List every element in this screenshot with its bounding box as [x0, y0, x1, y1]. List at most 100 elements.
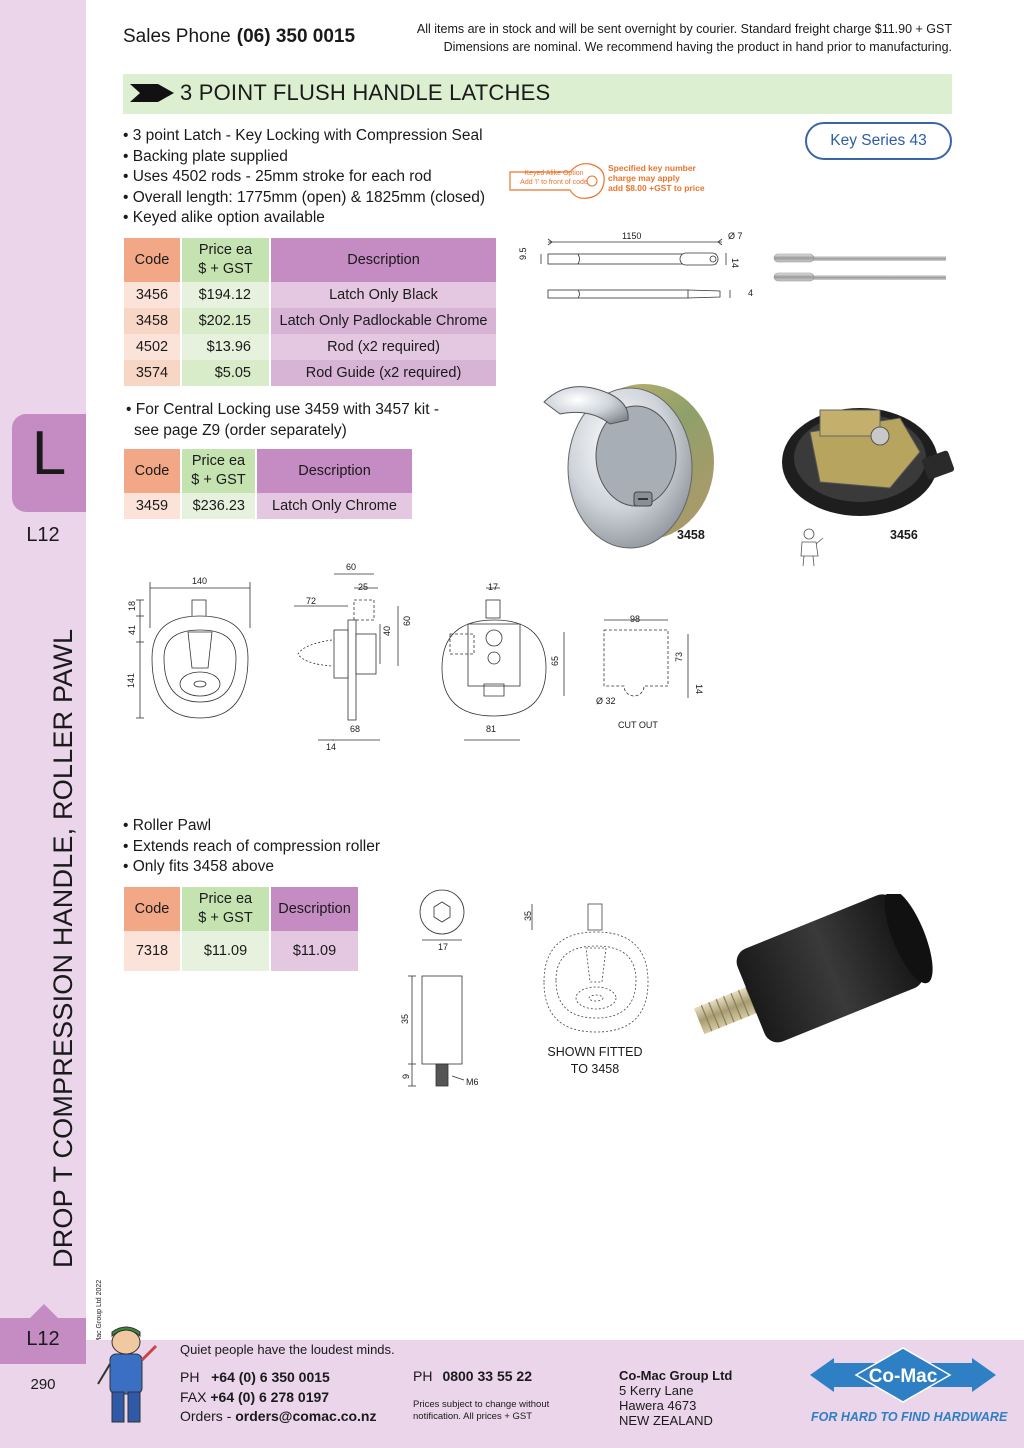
cell-description: Rod Guide (x2 required) — [271, 360, 496, 386]
feature-item: Keyed alike option available — [123, 208, 485, 229]
cell-price: $236.23 — [182, 493, 255, 519]
cell-price: $194.12 — [182, 282, 269, 308]
feature-list: 3 point Latch - Key Locking with Compres… — [123, 126, 485, 229]
section-tab[interactable] — [12, 414, 86, 512]
section-code: L12 — [26, 524, 60, 546]
address-line: NEW ZEALAND — [619, 1413, 713, 1428]
cell-description: Latch Only Chrome — [257, 493, 412, 519]
cell-price: $202.15 — [182, 308, 269, 334]
dim-rod-width: 14 — [730, 258, 740, 268]
central-locking-note: • For Central Locking use 3459 with 3457… — [126, 400, 439, 441]
price-header-line2: $ + GST — [198, 261, 253, 277]
thread-size: M6 — [466, 1077, 479, 1087]
address-line: Hawera 4673 — [619, 1398, 697, 1413]
dim-front-top: 18 — [127, 601, 137, 611]
shown-fitted-caption: SHOWN FITTED TO 3458 — [544, 1044, 646, 1078]
dim-rod-dia: Ø 7 — [728, 231, 743, 241]
latch-price-table: Code Price ea$ + GST Description 3456 $1… — [122, 238, 498, 386]
fax-label: FAX — [180, 1388, 207, 1405]
logo-tagline: FOR HARD TO FIND HARDWARE — [811, 1410, 1008, 1424]
latch-3458-photo — [543, 384, 714, 549]
product-label-3458: 3458 — [677, 528, 705, 542]
vertical-section-title: DROP T COMPRESSION HANDLE, ROLLER PAWL — [48, 628, 78, 1268]
dim-side-68: 68 — [350, 724, 360, 734]
company-address: Co-Mac Group Ltd 5 Kerry Lane Hawera 467… — [619, 1368, 732, 1428]
dim-front-width: 140 — [192, 576, 207, 586]
comac-logo[interactable]: Co-Mac — [810, 1346, 996, 1404]
cell-code: 3574 — [124, 360, 180, 386]
table-row[interactable]: 3459 $236.23 Latch Only Chrome — [124, 493, 412, 519]
feature-item: Roller Pawl — [123, 816, 380, 837]
price-note-line: Prices subject to change without — [413, 1399, 550, 1410]
dim-roller-dia: 17 — [438, 942, 448, 952]
dim-rod-height: 9.5 — [518, 247, 528, 260]
central-note-line-1: • For Central Locking use 3459 with 3457… — [126, 401, 440, 418]
col-price: Price ea $ + GST — [182, 238, 269, 282]
company-name: Co-Mac Group Ltd — [619, 1368, 733, 1383]
mascot-sketch-icon — [800, 528, 824, 567]
contact-fax: FAX +64 (0) 6 278 0197 — [180, 1388, 377, 1408]
cell-code: 4502 — [124, 334, 180, 360]
cell-code: 3459 — [124, 493, 180, 519]
cell-price: $13.96 — [182, 334, 269, 360]
key-series-button[interactable]: Key Series 43 — [805, 122, 952, 160]
table-row[interactable]: 3456 $194.12 Latch Only Black — [124, 282, 496, 308]
table-row[interactable]: 4502 $13.96 Rod (x2 required) — [124, 334, 496, 360]
caption-line-2: TO 3458 — [570, 1062, 620, 1076]
rod-drawing: 1150 Ø 7 9.5 14 4 — [518, 231, 753, 299]
price-header-line1: Price ea — [198, 891, 253, 907]
cell-description: Latch Only Padlockable Chrome — [271, 308, 496, 334]
central-note-line-2: see page Z9 (order separately) — [134, 421, 347, 439]
table-row[interactable]: 7318 $11.09 $11.09 — [124, 931, 358, 971]
cell-description: Latch Only Black — [271, 282, 496, 308]
section-title: 3 POINT FLUSH HANDLE LATCHES — [180, 80, 551, 105]
notice-line-2: Dimensions are nominal. We recommend hav… — [443, 40, 952, 54]
col-price: Price ea$ + GST — [182, 449, 255, 493]
col-description: Description — [271, 238, 496, 282]
key-note-line: add $8.00 +GST to price — [608, 183, 705, 193]
table-row[interactable]: 3458 $202.15 Latch Only Padlockable Chro… — [124, 308, 496, 334]
orders-email-link[interactable]: orders@comac.co.nz — [235, 1408, 377, 1424]
cell-description: $11.09 — [271, 931, 358, 971]
feature-item: Overall length: 1775mm (open) & 1825mm (… — [123, 188, 485, 209]
dim-side-40: 40 — [382, 626, 392, 636]
dim-back-17: 17 — [488, 582, 498, 592]
dim-side-25: 25 — [358, 582, 368, 592]
dim-fitted-35: 35 — [523, 911, 533, 921]
freephone-number[interactable]: 0800 33 55 22 — [442, 1368, 532, 1384]
dim-thread-length: 9 — [401, 1074, 411, 1079]
phone-label: PH — [180, 1369, 200, 1385]
key-note-line: charge may apply — [608, 173, 680, 183]
notice-line-1: All items are in stock and will be sent … — [416, 22, 952, 36]
sales-phone-number[interactable]: (06) 350 0015 — [236, 26, 356, 47]
price-header-line1: Price ea — [191, 453, 246, 469]
dim-side-72: 72 — [306, 596, 316, 606]
shipping-notice: All items are in stock and will be sent … — [352, 20, 952, 56]
dim-cut-73: 73 — [674, 652, 684, 662]
table-row[interactable]: 3574 $5.05 Rod Guide (x2 required) — [124, 360, 496, 386]
dim-cut-14: 14 — [694, 684, 704, 694]
rod-photo — [773, 253, 946, 282]
cell-code: 3456 — [124, 282, 180, 308]
roller-feature-list: Roller Pawl Extends reach of compression… — [123, 816, 380, 878]
mascot-icon — [97, 1326, 158, 1423]
price-header-line1: Price ea — [198, 242, 253, 258]
cut-out-label: CUT OUT — [618, 720, 658, 730]
contact-details: PH +64 (0) 6 350 0015 FAX +64 (0) 6 278 … — [180, 1368, 377, 1427]
phone-number[interactable]: +64 (0) 6 350 0015 — [211, 1369, 330, 1385]
table-header-row: Code Price ea$ + GST Description — [124, 449, 412, 493]
price-header-line2: $ + GST — [198, 910, 253, 926]
dim-roller-length: 35 — [400, 1014, 410, 1024]
bottom-tab — [0, 1318, 86, 1364]
key-note-line: Specified key number — [608, 163, 696, 173]
caption-line-1: SHOWN FITTED — [547, 1045, 643, 1059]
col-code: Code — [124, 887, 180, 931]
cell-code: 7318 — [124, 931, 180, 971]
footer-quote: Quiet people have the loudest minds. — [180, 1342, 395, 1357]
contact-phone: PH +64 (0) 6 350 0015 — [180, 1368, 377, 1388]
dim-front-upper: 41 — [127, 625, 137, 635]
cell-code: 3458 — [124, 308, 180, 334]
footer — [86, 1340, 1024, 1448]
roller-fitted-drawing: 35 — [523, 903, 649, 1033]
